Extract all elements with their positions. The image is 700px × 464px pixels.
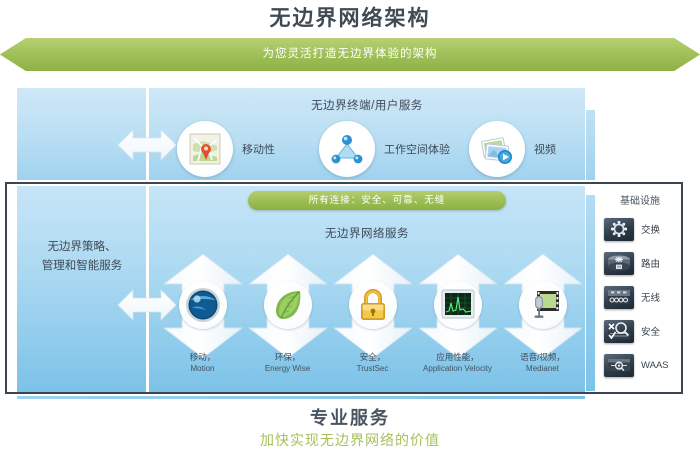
- pillar-label-cn: 应用性能，: [436, 352, 479, 362]
- infrastructure-item-label: 交换: [641, 225, 661, 236]
- pillar-label-en: Medianet: [526, 364, 559, 373]
- panel-divider-bottom: [146, 186, 149, 392]
- switch-icon: [604, 217, 634, 241]
- infrastructure-item-label: WAAS: [641, 359, 669, 371]
- infrastructure-item-waas[interactable]: WAAS: [604, 348, 680, 382]
- pillar-label: 移动， Motion: [154, 352, 251, 374]
- left-column-label: 无边界策略、 管理和智能服务: [22, 238, 142, 276]
- page-title: 无边界网络架构: [269, 7, 431, 30]
- pillar-label-en: Motion: [190, 364, 215, 373]
- map-pin-icon: [177, 121, 233, 177]
- leaf-icon: [263, 281, 312, 329]
- endpoint-item-video[interactable]: 视频: [469, 118, 556, 180]
- endpoint-item-label: 工作空间体验: [384, 144, 450, 156]
- endpoint-item-mobility[interactable]: 移动性: [177, 118, 275, 180]
- network-services-pillars: 移动， Motion 环保， Energy Wise: [160, 253, 585, 386]
- footer-divider: [17, 396, 585, 399]
- pillar-trustsec[interactable]: 安全， TrustSec: [330, 253, 415, 386]
- panel-top-edge: [586, 110, 595, 180]
- infrastructure-item-label: 路由: [641, 259, 661, 270]
- pillar-label: 语音/视频， Medianet: [494, 352, 591, 374]
- header-banner-text: 为您灵活打造无边界体验的架构: [262, 48, 438, 60]
- panel-bottom-edge: [586, 195, 595, 391]
- footer-subtitle: 加快实现无边界网络的价值: [260, 432, 440, 448]
- endpoint-item-workspace[interactable]: 工作空间体验: [319, 118, 450, 180]
- monitor-chart-icon: [433, 281, 482, 329]
- pillar-label: 环保， Energy Wise: [239, 352, 336, 374]
- pillar-label-cn: 移动，: [189, 352, 216, 362]
- pillar-medianet[interactable]: 语音/视频， Medianet: [500, 253, 585, 386]
- pillar-label-cn: 安全，: [359, 352, 386, 362]
- pillar-label: 安全， TrustSec: [324, 352, 421, 374]
- padlock-icon: [348, 281, 397, 329]
- network-nodes-icon: [319, 121, 375, 177]
- wireless-controller-icon: [604, 285, 634, 309]
- security-magnifier-icon: [604, 319, 634, 343]
- infrastructure-column: 基础设施 交换: [600, 186, 680, 391]
- footer-title: 专业服务: [310, 408, 390, 428]
- endpoint-services-title: 无边界终端/用户服务: [311, 100, 423, 112]
- pillar-label-en: Application Velocity: [423, 364, 492, 373]
- pillar-label-en: Energy Wise: [264, 364, 311, 373]
- photos-play-icon: [469, 121, 525, 177]
- all-connections-capsule: [248, 191, 506, 210]
- infrastructure-item-switching[interactable]: 交换: [604, 212, 680, 246]
- pillar-label-cn: 环保，: [274, 352, 301, 362]
- infrastructure-item-security[interactable]: 安全: [604, 314, 680, 348]
- pillar-motion[interactable]: 移动， Motion: [160, 253, 245, 386]
- infrastructure-title: 基础设施: [620, 196, 660, 207]
- microphone-film-icon: [518, 281, 567, 329]
- left-column-label-line2: 管理和智能服务: [41, 260, 123, 272]
- pillar-label: 应用性能， Application Velocity: [409, 352, 506, 374]
- infrastructure-item-label: 安全: [641, 327, 661, 338]
- pillar-application-velocity[interactable]: 应用性能， Application Velocity: [415, 253, 500, 386]
- router-icon: M: [604, 251, 634, 275]
- waas-appliance-icon: [604, 353, 634, 377]
- pillar-energy-wise[interactable]: 环保， Energy Wise: [245, 253, 330, 386]
- globe-sphere-icon: [178, 281, 227, 329]
- pillar-label-en: TrustSec: [356, 364, 389, 373]
- infrastructure-item-label: 无线: [641, 293, 661, 304]
- header-banner-arrow: [0, 37, 700, 72]
- infrastructure-item-routing[interactable]: M 路由: [604, 246, 680, 280]
- endpoint-services-items: 移动性 工作空间体验: [149, 118, 585, 180]
- endpoint-item-label: 视频: [534, 144, 556, 156]
- double-arrow-horizontal-icon-2: [118, 288, 176, 322]
- svg-text:M: M: [617, 264, 620, 269]
- double-arrow-horizontal-icon: [118, 128, 176, 162]
- infrastructure-list: 交换 M 路由: [604, 212, 680, 382]
- left-column-label-line1: 无边界策略、: [47, 241, 117, 253]
- panel-divider-top: [146, 88, 149, 180]
- infrastructure-item-wireless[interactable]: 无线: [604, 280, 680, 314]
- network-services-title: 无边界网络服务: [325, 228, 409, 240]
- pillar-label-cn: 语音/视频，: [520, 352, 565, 362]
- all-connections-text: 所有连接：安全、可靠、无缝: [308, 195, 446, 206]
- endpoint-item-label: 移动性: [242, 144, 275, 156]
